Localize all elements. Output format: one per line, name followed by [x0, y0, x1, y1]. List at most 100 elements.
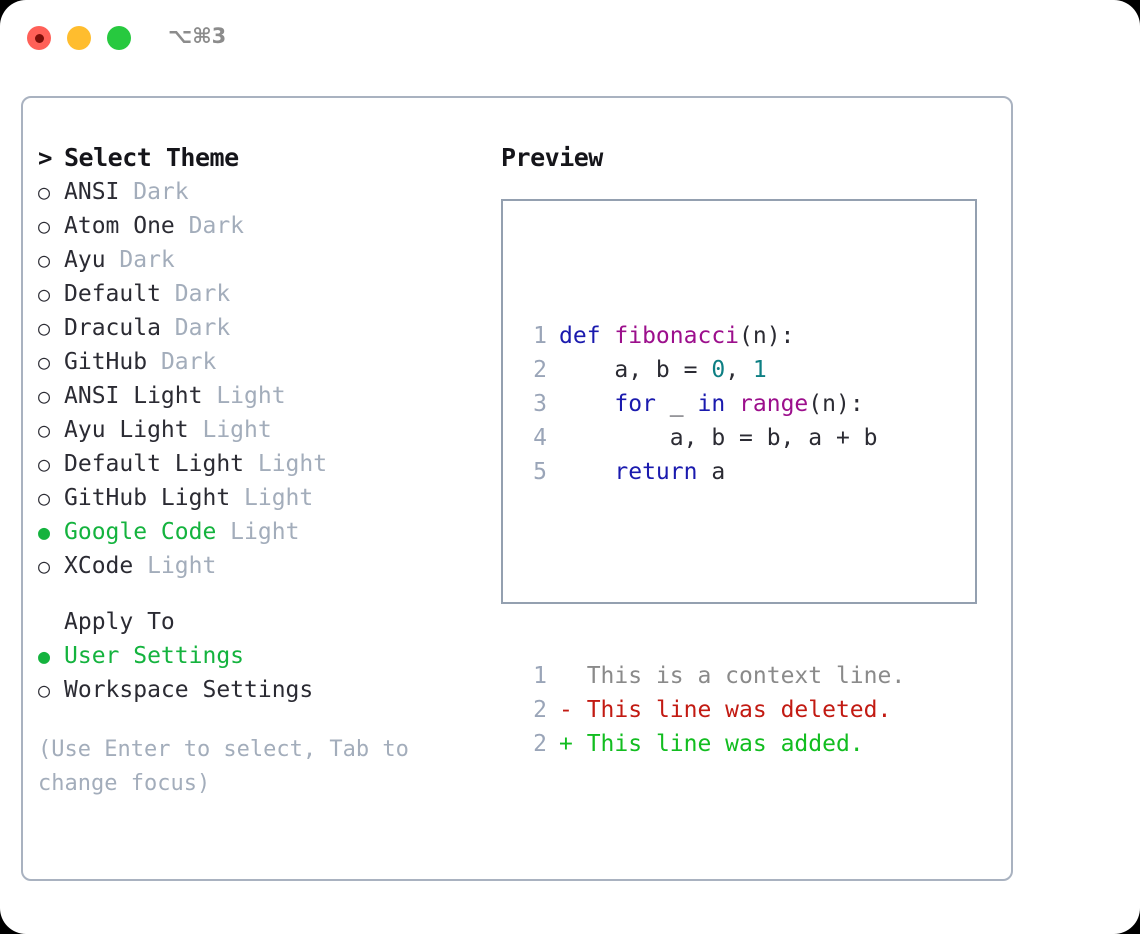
theme-option-atom-one[interactable]: ○Atom One Dark — [38, 209, 508, 243]
code-token: 1 — [752, 357, 767, 383]
diff-sign — [559, 659, 573, 693]
theme-selector-panel: > Select Theme ○ANSI Dark○Atom One Dark○… — [21, 96, 1013, 881]
line-number: 1 — [533, 663, 547, 689]
radio-selected-icon: ● — [38, 520, 51, 544]
theme-option-name: ANSI — [64, 179, 120, 205]
theme-option-ayu-light[interactable]: ○Ayu Light Light — [38, 413, 508, 447]
theme-option-kind: Light — [216, 519, 300, 545]
radio-unselected-icon: ○ — [38, 486, 51, 510]
line-number: 2 — [533, 731, 547, 757]
radio-unselected-icon: ○ — [38, 316, 51, 340]
theme-options-list: ○ANSI Dark○Atom One Dark○Ayu Dark○Defaul… — [38, 175, 508, 583]
apply-to-option-label: Workspace Settings — [64, 677, 314, 703]
select-theme-heading: > Select Theme — [38, 141, 508, 175]
theme-option-kind: Dark — [119, 179, 189, 205]
theme-option-github-light[interactable]: ○ GitHub Light Light — [38, 481, 508, 515]
line-number: 3 — [533, 391, 547, 417]
preview-heading: Preview — [501, 143, 603, 172]
code-token: , — [725, 357, 753, 383]
theme-option-name: Atom One — [64, 213, 175, 239]
apply-to-options-list: ●User Settings ○ Workspace Settings — [38, 639, 508, 707]
line-number: 5 — [533, 459, 547, 485]
diff-sign: - — [559, 697, 573, 723]
theme-option-google-code[interactable]: ● Google Code Light — [38, 515, 508, 549]
theme-option-kind: Light — [244, 451, 328, 477]
window-controls — [27, 26, 131, 50]
theme-option-name: XCode — [64, 553, 134, 579]
diff-line-content: This line was added. — [572, 731, 864, 757]
theme-option-xcode[interactable]: ○ XCode Light — [38, 549, 508, 583]
theme-option-name: Dracula — [64, 315, 161, 341]
theme-option-name: Google Code — [64, 519, 217, 545]
theme-option-dracula[interactable]: ○Dracula Dark — [38, 311, 508, 345]
line-number: 4 — [533, 425, 547, 451]
keyboard-shortcut-label: ⌥⌘3 — [168, 24, 227, 48]
radio-selected-icon: ● — [38, 644, 51, 668]
theme-option-name: Default — [64, 281, 161, 307]
code-token — [559, 391, 614, 417]
diff-preview-block: 1 This is a context line.2- This line wa… — [519, 659, 905, 761]
code-line-content: for _ in range(n): — [559, 387, 864, 421]
code-gap — [519, 557, 905, 591]
theme-option-github[interactable]: ○ GitHub Dark — [38, 345, 508, 379]
list-spacer — [38, 583, 508, 605]
theme-option-name: GitHub Light — [64, 485, 231, 511]
code-token: a — [697, 459, 726, 485]
diff-line: 1 This is a context line. — [519, 659, 905, 693]
line-number: 2 — [533, 697, 547, 723]
apply-to-heading: ○ Apply To — [38, 605, 508, 639]
heading-marker-placeholder: ○ — [38, 605, 64, 639]
prompt-caret-icon: > — [38, 144, 52, 172]
theme-option-ansi[interactable]: ○ ANSI Dark — [38, 175, 508, 209]
code-line: 5 return a — [519, 455, 905, 489]
radio-unselected-icon: ○ — [38, 248, 51, 272]
theme-option-kind: Dark — [147, 349, 217, 375]
radio-unselected-icon: ○ — [38, 350, 51, 374]
apply-to-option-user-settings[interactable]: ●User Settings — [38, 639, 508, 673]
code-token: (n): — [808, 391, 864, 417]
code-token: in — [697, 391, 726, 417]
theme-option-name: Default Light — [64, 451, 245, 477]
radio-unselected-icon: ○ — [38, 418, 51, 442]
diff-line-content: This line was deleted. — [572, 697, 892, 723]
theme-option-default-light[interactable]: ○Default Light Light — [38, 447, 508, 481]
radio-unselected-icon: ○ — [38, 554, 51, 578]
theme-option-ayu[interactable]: ○Ayu Dark — [38, 243, 508, 277]
theme-option-kind: Light — [230, 485, 314, 511]
theme-option-kind: Light — [202, 383, 286, 409]
theme-option-default[interactable]: ○Default Dark — [38, 277, 508, 311]
code-token — [725, 391, 739, 417]
radio-unselected-icon: ○ — [38, 214, 51, 238]
code-line: 4 a, b = b, a + b — [519, 421, 905, 455]
code-token: return — [614, 459, 698, 485]
theme-option-name: Ayu — [64, 247, 106, 273]
close-button[interactable] — [27, 26, 51, 50]
apply-to-label: Apply To — [64, 609, 175, 635]
minimize-button[interactable] — [67, 26, 91, 50]
keyboard-hint-text: (Use Enter to select, Tab to change focu… — [38, 737, 423, 796]
diff-line: 2- This line was deleted. — [519, 693, 905, 727]
code-token: (n): — [739, 323, 795, 349]
theme-option-name: Ayu Light — [64, 417, 189, 443]
radio-unselected-icon: ○ — [38, 180, 51, 204]
code-line-content: a, b = 0, 1 — [559, 353, 767, 387]
diff-line-content: This is a context line. — [572, 663, 906, 689]
code-line: 2 a, b = 0, 1 — [519, 353, 905, 387]
code-line-content: def fibonacci(n): — [559, 319, 794, 353]
code-token: fibonacci — [614, 323, 740, 349]
theme-option-kind: Light — [133, 553, 217, 579]
title-bar: ⌥⌘3 — [0, 0, 1140, 78]
radio-unselected-icon: ○ — [38, 678, 51, 702]
apply-to-option-workspace-settings[interactable]: ○ Workspace Settings — [38, 673, 508, 707]
code-token: a, b = b, a + b — [559, 425, 878, 451]
theme-option-ansi-light[interactable]: ○ANSI Light Light — [38, 379, 508, 413]
code-line-content: return a — [559, 455, 725, 489]
select-theme-title: Select Theme — [64, 143, 239, 172]
diff-line: 2+ This line was added. — [519, 727, 905, 761]
maximize-button[interactable] — [107, 26, 131, 50]
theme-option-kind: Dark — [160, 281, 231, 307]
theme-option-name: GitHub — [64, 349, 148, 375]
